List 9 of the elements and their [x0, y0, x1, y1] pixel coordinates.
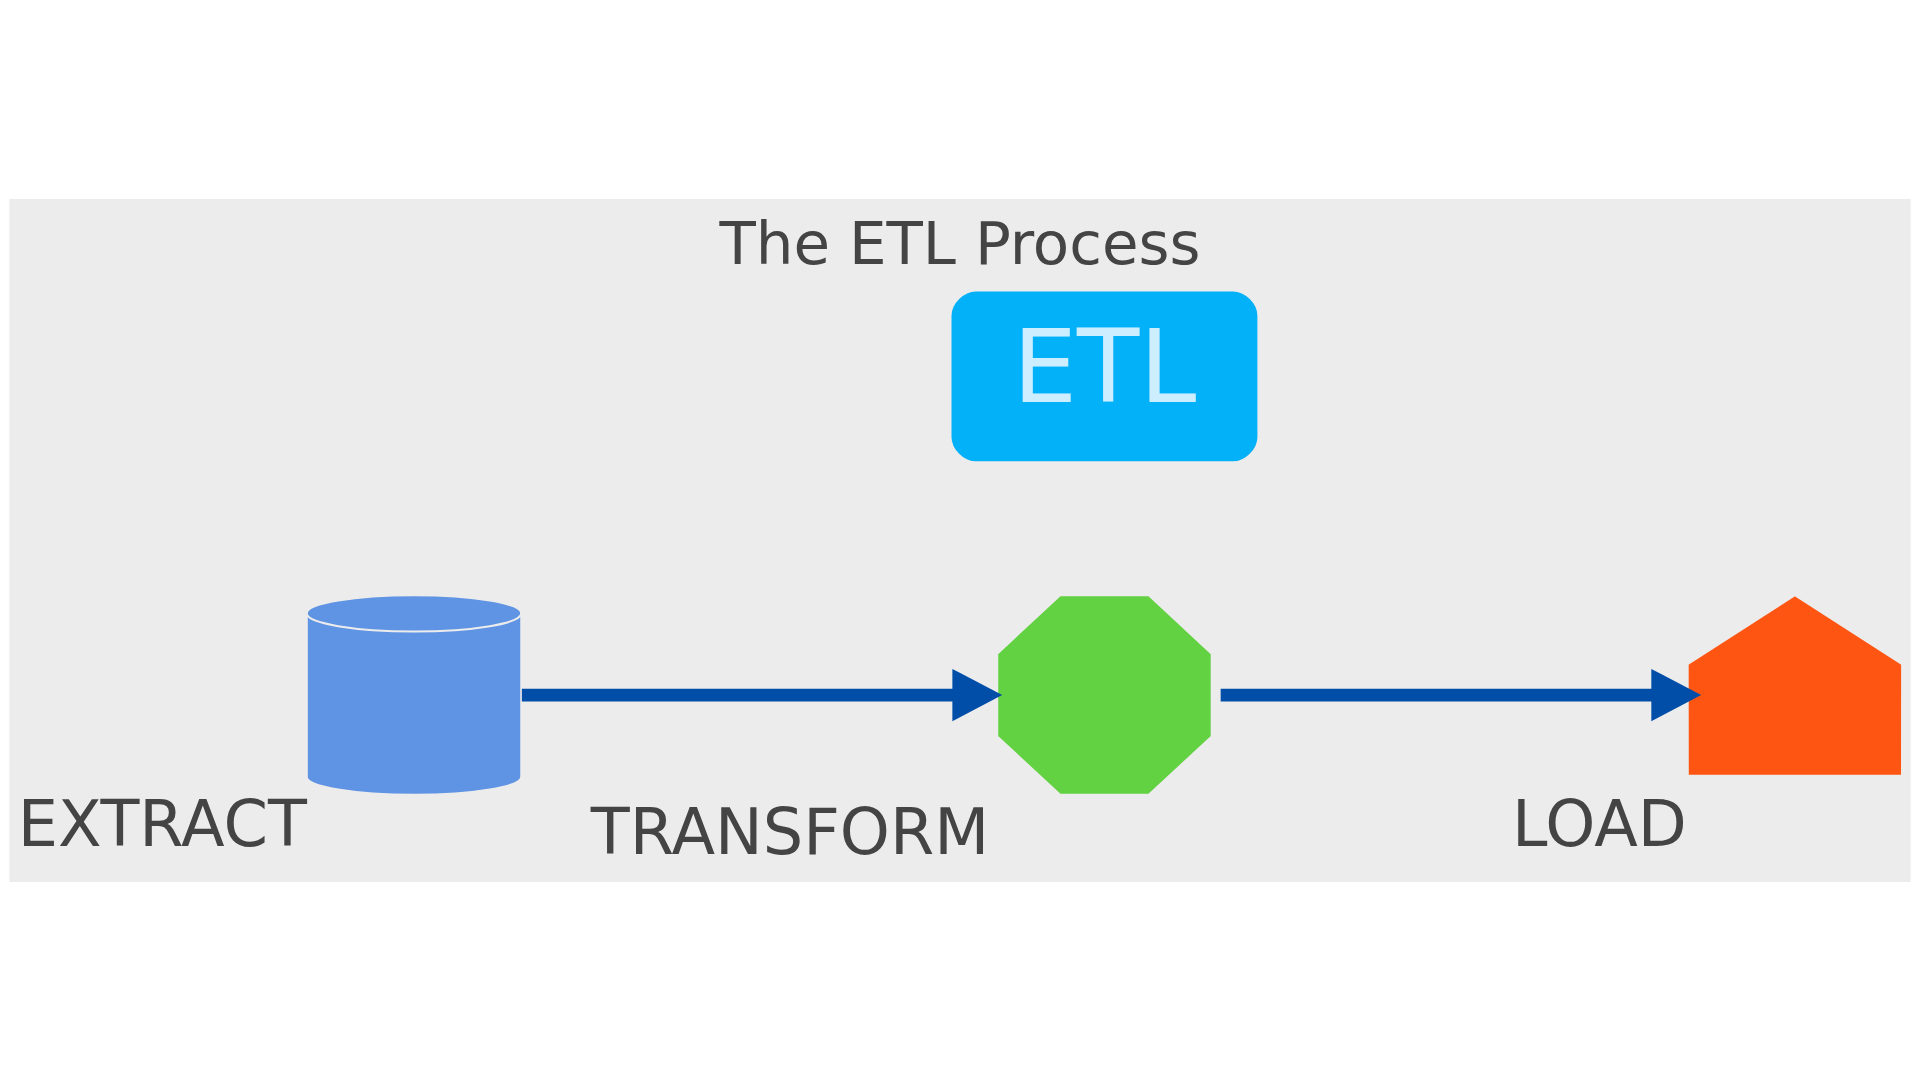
diagram-title: The ETL Process: [719, 208, 1201, 278]
arrow: [521, 668, 1003, 721]
node-box: ETL: [949, 288, 1260, 463]
node-label: LOAD: [1511, 786, 1687, 861]
node-gear: [996, 593, 1213, 796]
node-house: [1686, 593, 1904, 777]
arrow: [1220, 668, 1702, 721]
node-label: EXTRACT: [17, 786, 307, 861]
node-label: TRANSFORM: [590, 794, 990, 869]
